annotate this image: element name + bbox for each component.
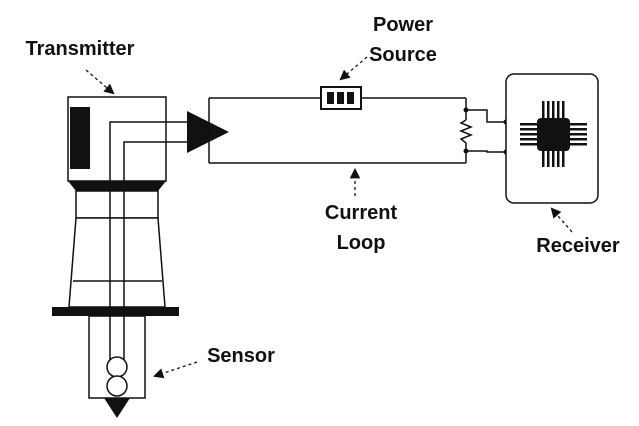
battery-cell (347, 92, 354, 104)
internal-wiring (109, 121, 190, 360)
current-loop-wiring (208, 97, 506, 164)
receiver-leader-arrow (550, 207, 573, 233)
transmitter (52, 96, 179, 316)
sensor-element-lower (106, 375, 128, 397)
current-loop-label-line2: Loop (336, 232, 386, 254)
sensor-leader-arrow (153, 361, 198, 379)
current-loop-label-line1: Current (324, 202, 398, 224)
junction-dots (463, 107, 509, 155)
junction-dot (463, 107, 469, 113)
transmitter-collar (68, 181, 166, 191)
resistor-icon (458, 119, 474, 144)
transmitter-label: Transmitter (25, 38, 135, 60)
microchip-icon (520, 101, 587, 167)
internal-wire-inner (123, 141, 190, 360)
leader-arrows (85, 56, 573, 379)
amplifier-triangle-icon (187, 111, 229, 153)
sensor-label: Sensor (207, 345, 275, 367)
junction-dot (463, 148, 469, 154)
battery-cell (327, 92, 334, 104)
battery-icon (320, 86, 362, 110)
transmitter-flange (52, 307, 179, 316)
power-source-label-line1: Power (372, 14, 434, 36)
receiver (505, 73, 599, 204)
internal-wire-outer (109, 121, 190, 360)
transmitter-display (70, 107, 90, 169)
transmitter-neck (75, 190, 159, 219)
microchip-body (537, 118, 570, 151)
sensor-tip (104, 398, 130, 418)
receiver-label: Receiver (536, 235, 620, 257)
link-to-receiver-top (466, 109, 506, 123)
power-source-label-line2: Source (369, 44, 437, 66)
sensor-probe (88, 315, 146, 418)
transmitter-body (68, 217, 166, 308)
battery-cell (337, 92, 344, 104)
link-to-receiver-bottom (466, 150, 506, 153)
transmitter-leader-arrow (85, 69, 115, 95)
